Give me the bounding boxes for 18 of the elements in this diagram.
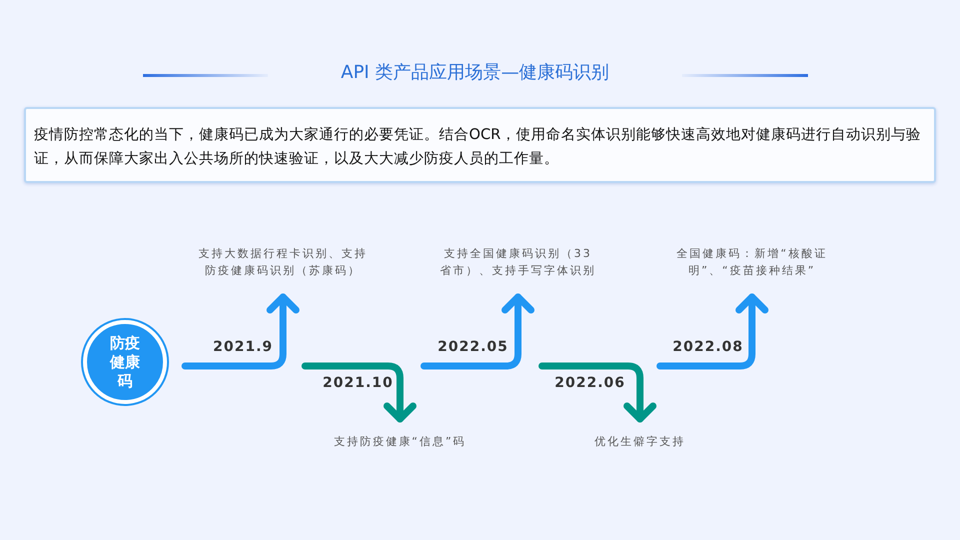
arrow <box>302 362 416 422</box>
milestone-text: 支持全国健康码识别（33省市）、支持手写字体识别 <box>440 245 596 279</box>
intro-text-box: 疫情防控常态化的当下，健康码已成为大家通行的必要凭证。结合OCR，使用命名实体识别能够快速高效地对健康码进行自动识别与验证，从而保障大家出入公共场所的快速验证，以及大大减少防疫人员的工作量。 <box>24 107 936 183</box>
arrow <box>656 294 768 370</box>
milestone-text: 支持大数据行程卡识别、支持防疫健康码识别（苏康码） <box>193 245 373 279</box>
arrow <box>538 362 656 422</box>
arrow <box>420 294 534 370</box>
title-circle: 防疫健康码 <box>83 320 167 404</box>
title: API 类产品应用场景—健康码识别 <box>340 61 610 84</box>
arrow <box>182 294 300 370</box>
milestone-text: 支持防疫健康“信息”码 <box>320 433 480 450</box>
date-label: 2022.05 <box>438 339 508 355</box>
date-label: 2021.10 <box>322 375 394 391</box>
date-label: 2022.08 <box>672 339 744 355</box>
date-label: 2021.9 <box>212 339 274 355</box>
date-label: 2022.06 <box>554 375 626 391</box>
milestone-text: 优化生僻字支持 <box>560 433 720 450</box>
milestone-text: 全国健康码：新增“核酸证明”、“疫苗接种结果” <box>676 245 828 279</box>
